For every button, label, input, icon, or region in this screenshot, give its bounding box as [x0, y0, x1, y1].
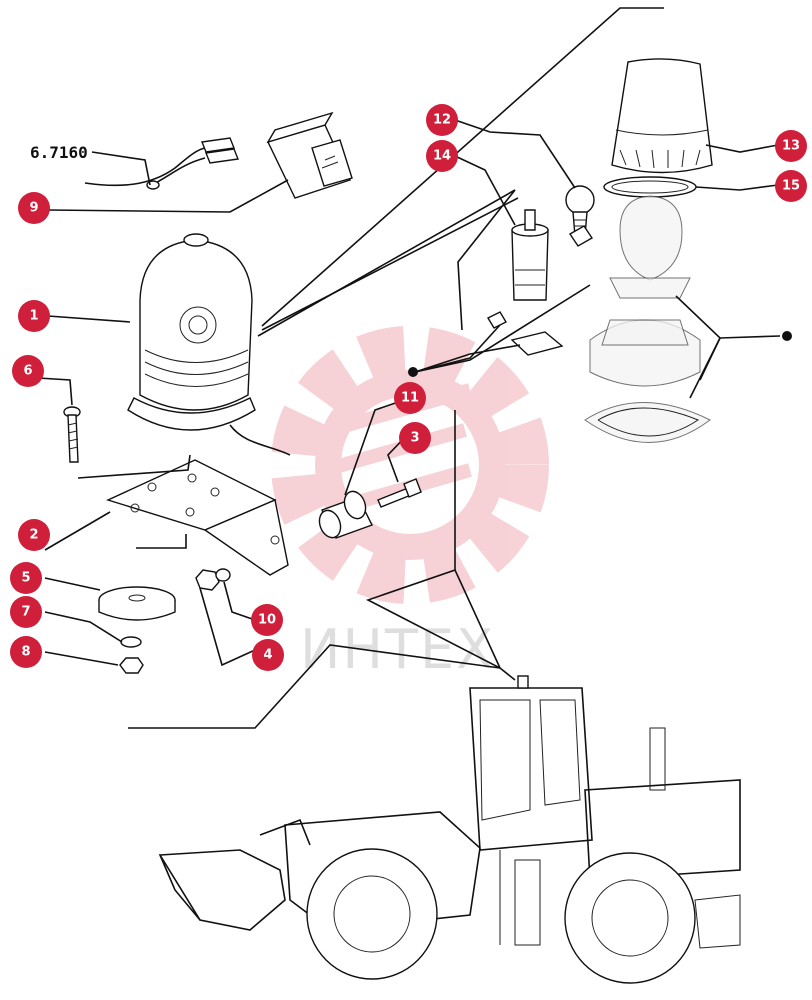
callout-11: 11 [394, 382, 426, 414]
callout-14: 14 [426, 140, 458, 172]
callout-2: 2 [18, 519, 50, 551]
callout-8: 8 [10, 636, 42, 668]
reference-dot [408, 367, 418, 377]
callout-7: 7 [10, 596, 42, 628]
svg-text:1: 1 [29, 309, 38, 324]
callout-12: 12 [426, 104, 458, 136]
svg-text:15: 15 [782, 179, 800, 194]
rubber-washer-side [98, 600, 176, 621]
svg-text:12: 12 [433, 113, 451, 128]
callout-15: 15 [775, 170, 807, 202]
wire-connector-icon [84, 137, 239, 190]
washer-icon [215, 568, 231, 582]
lens-dome-icon [611, 58, 713, 174]
svg-text:3: 3 [410, 431, 419, 446]
svg-text:5: 5 [21, 571, 30, 586]
part-number-label: 6.7160 [30, 143, 88, 162]
callout-4: 4 [252, 639, 284, 671]
watermark-text: ИНТЕХ [300, 618, 495, 681]
nut-icon [195, 569, 220, 591]
spacer-icon [318, 490, 373, 539]
terminal-plate-icon [510, 331, 564, 356]
svg-text:2: 2 [29, 528, 38, 543]
svg-text:11: 11 [401, 391, 419, 406]
svg-text:7: 7 [21, 605, 30, 620]
svg-text:8: 8 [21, 645, 30, 660]
svg-text:6: 6 [23, 364, 32, 379]
callout-10: 10 [251, 604, 283, 636]
callout-13: 13 [775, 130, 807, 162]
callout-3: 3 [399, 422, 431, 454]
callout-1: 1 [18, 300, 50, 332]
lamp-base-assembly-icon [584, 195, 711, 443]
seal-ring-icon [603, 176, 697, 198]
mounting-bracket-icon [106, 459, 289, 576]
bolt-icon [377, 478, 422, 508]
callout-5: 5 [10, 562, 42, 594]
svg-text:13: 13 [782, 139, 800, 154]
svg-text:4: 4 [263, 648, 272, 663]
callout-9: 9 [18, 192, 50, 224]
svg-text:10: 10 [258, 613, 276, 628]
bulb-holder-icon [511, 209, 549, 301]
svg-text:9: 9 [29, 201, 38, 216]
screw-icon [63, 406, 81, 463]
nut-icon [119, 657, 144, 674]
terminal-clip-icon [569, 225, 593, 247]
reference-dot [782, 331, 792, 341]
terminal-clip-icon [487, 311, 507, 329]
leader-lines [37, 7, 781, 729]
wheel-loader-icon [158, 675, 741, 984]
washer-icon [120, 636, 142, 648]
rocker-switch-icon [266, 111, 353, 199]
callout-6: 6 [12, 355, 44, 387]
svg-text:14: 14 [433, 149, 451, 164]
beacon-lamp-icon [127, 233, 291, 456]
